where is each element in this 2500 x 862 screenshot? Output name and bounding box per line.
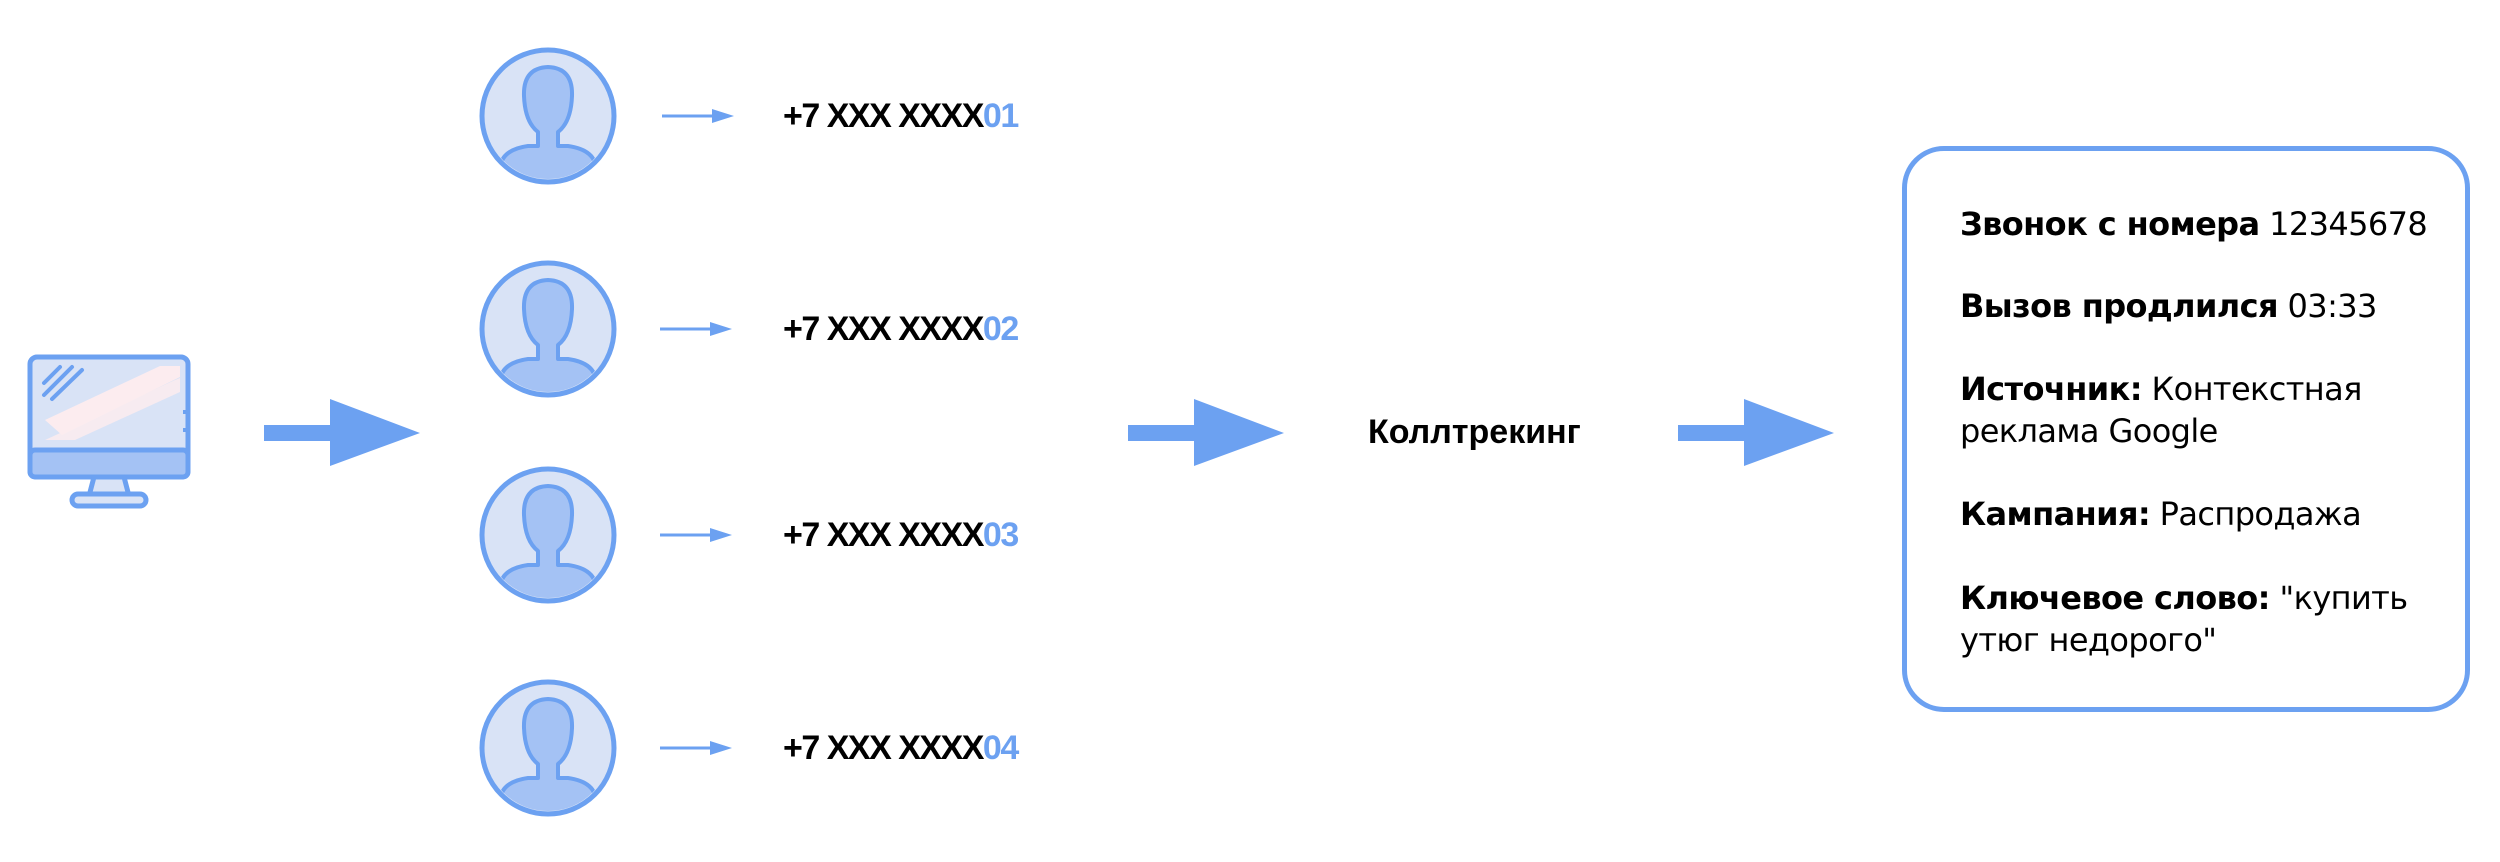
arrow-to-calltracking [1128,399,1284,466]
duration-key: Вызов продлился [1960,287,2279,325]
duration-row: Вызов продлился 03:33 [1960,285,2460,327]
phone-suffix: 04 [982,729,1019,767]
phone-number: +7 XXX XXXX02 [783,299,1019,359]
phone-suffix: 02 [982,310,1019,348]
arrow-to-visitors [264,399,420,466]
phone-prefix: +7 XXX XXXX [783,729,984,767]
campaign-key: Кампания: [1960,495,2151,533]
arrow-to-card [1678,399,1834,466]
user-avatar-icon [479,679,617,817]
small-arrow [662,109,734,123]
call-from-key: Звонок с номера [1960,205,2260,243]
user-avatar-icon [479,47,617,185]
keyword-row: Ключевое слово: "купить утюг недорого" [1960,577,2460,661]
call-from-value: 12345678 [2269,205,2428,243]
phone-prefix: +7 XXX XXXX [783,310,984,348]
phone-number: +7 XXX XXXX01 [783,86,1019,146]
duration-value: 03:33 [2287,287,2378,325]
user-avatar-icon [479,260,617,398]
call-from-row: Звонок с номера 12345678 [1960,203,2460,245]
desktop-monitor-icon [27,354,191,509]
user-avatar-icon [479,466,617,604]
small-arrow [660,528,732,542]
phone-number: +7 XXX XXXX03 [783,505,1019,565]
phone-prefix: +7 XXX XXXX [783,97,984,135]
source-row: Источник: Контекстная реклама Google [1960,368,2460,452]
small-arrow [660,322,732,336]
phone-number: +7 XXX XXXX04 [783,718,1019,778]
phone-suffix: 01 [982,97,1019,135]
source-value: Контекстная реклама Google [1960,370,2362,450]
small-arrow [660,741,732,755]
campaign-row: Кампания: Распродажа [1960,493,2460,535]
call-info-card: Звонок с номера 12345678 Вызов продлился… [1902,146,2470,712]
campaign-value: Распродажа [2159,495,2362,533]
phone-suffix: 03 [982,516,1019,554]
source-key: Источник: [1960,370,2143,408]
calltracking-label: Коллтрекинг [1368,413,1581,451]
keyword-value: "купить утюг недорого" [1960,579,2408,659]
phone-prefix: +7 XXX XXXX [783,516,984,554]
keyword-key: Ключевое слово: [1960,579,2270,617]
